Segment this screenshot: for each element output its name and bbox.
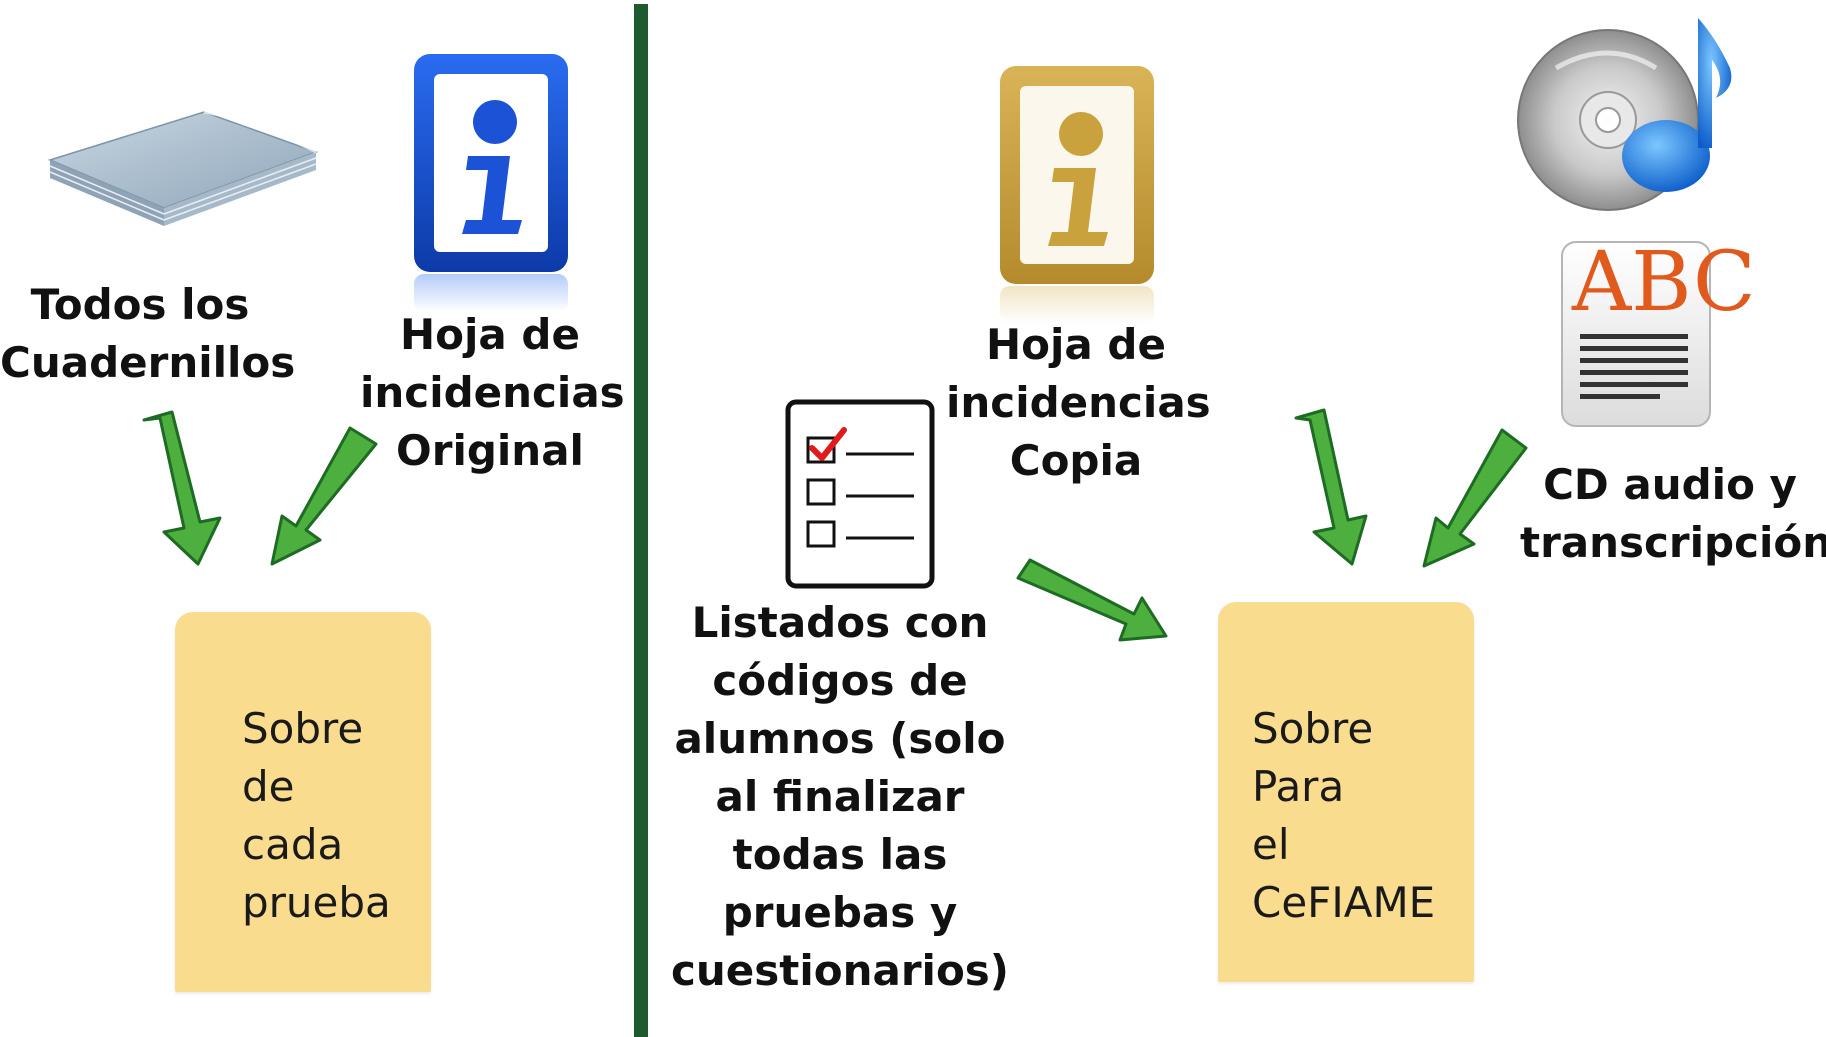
checklist-icon bbox=[785, 399, 935, 589]
cd-music-icon bbox=[1517, 18, 1732, 211]
cd-audio-label: CD audio y transcripción bbox=[1520, 460, 1826, 567]
info-sign-blue-icon bbox=[414, 54, 568, 312]
info-sign-gold-icon bbox=[1000, 66, 1154, 324]
abc-document-icon: ABC bbox=[1561, 235, 1756, 427]
section-divider bbox=[634, 4, 648, 1037]
booklets-label: Todos los Cuadernillos bbox=[0, 280, 296, 387]
envelope-each-test-text: Sobre de cada prueba bbox=[242, 704, 391, 927]
envelope-cefiame-text: Sobre Para el CeFIAME bbox=[1252, 704, 1436, 927]
envelope-each-test bbox=[175, 612, 431, 992]
envelope-cefiame bbox=[1218, 602, 1474, 982]
student-lists-label: Listados con códigos de alumnos (solo al… bbox=[670, 598, 1009, 995]
info-copy-label: Hoja de incidencias Copia bbox=[946, 320, 1211, 485]
booklets-stack-icon bbox=[47, 110, 319, 226]
abc-letters: ABC bbox=[1571, 235, 1756, 330]
info-original-label: Hoja de incidencias Original bbox=[360, 310, 625, 475]
